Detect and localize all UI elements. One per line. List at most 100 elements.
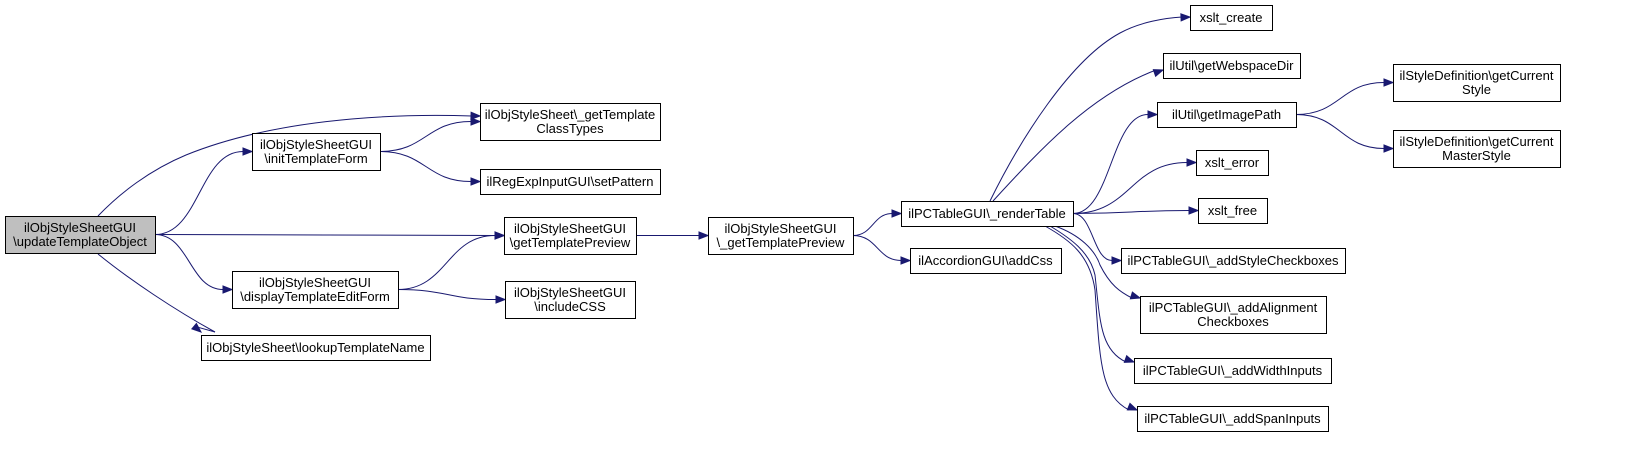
node-displayTemplateEditForm[interactable]: ilObjStyleSheetGUI\displayTemplateEditFo… [232, 271, 399, 309]
node-label: xslt_error [1205, 155, 1260, 170]
node-box[interactable] [1393, 64, 1561, 102]
node-box[interactable] [201, 335, 431, 361]
edge-line [154, 151, 244, 235]
node-label: ilObjStyleSheetGUI [514, 285, 626, 300]
node-label: \displayTemplateEditForm [240, 289, 390, 304]
node-box[interactable] [504, 217, 637, 255]
node-label: MasterStyle [1442, 148, 1511, 163]
edge-root-to-getTemplatePreview [154, 231, 506, 240]
node-root[interactable]: ilObjStyleSheetGUI\updateTemplateObject [5, 216, 156, 254]
node-label: xslt_create [1200, 10, 1263, 25]
node-label: \includeCSS [534, 299, 606, 314]
node-xslt_free[interactable]: xslt_free [1198, 198, 1268, 224]
edge-renderTable-to-xslt_error [1072, 158, 1198, 214]
node-label: ilPCTableGUI\_addStyleCheckboxes [1128, 253, 1339, 268]
node-box[interactable] [1134, 358, 1332, 384]
node-box[interactable] [708, 217, 854, 255]
node-box[interactable] [901, 201, 1074, 227]
node-box[interactable] [1198, 198, 1268, 224]
node-box[interactable] [252, 133, 381, 171]
edge-arrowhead [1180, 13, 1192, 22]
node-getWebspaceDir[interactable]: ilUtil\getWebspaceDir [1163, 53, 1301, 79]
edge-arrowhead [1147, 110, 1159, 119]
node-addCss[interactable]: ilAccordionGUI\addCss [910, 248, 1062, 274]
edge-line [154, 234, 224, 290]
node-lookupTemplateName[interactable]: ilObjStyleSheet\lookupTemplateName [201, 335, 431, 361]
edge-displayTemplateEditForm-to-getTemplatePreview [397, 231, 506, 290]
node-label: ilUtil\getWebspaceDir [1169, 58, 1294, 73]
edge-renderTable-to-addStyleCheckboxes [1072, 213, 1123, 265]
edge-initTemplateForm-to-setPattern [379, 151, 482, 186]
edge-arrowhead [1152, 69, 1165, 78]
node-_getTemplatePreview[interactable]: ilObjStyleSheetGUI\_getTemplatePreview [708, 217, 854, 255]
edge-initTemplateForm-to-getTemplateClassTypes [379, 117, 482, 152]
node-xslt_error[interactable]: xslt_error [1196, 150, 1269, 176]
edge-arrowhead [1111, 256, 1123, 265]
edge-line [97, 114, 473, 217]
edge-arrowhead [1186, 158, 1198, 167]
node-addSpanInputs[interactable]: ilPCTableGUI\_addSpanInputs [1137, 406, 1329, 432]
edge-_getTemplatePreview-to-addCss [852, 235, 912, 265]
node-label: ilObjStyleSheetGUI [725, 221, 837, 236]
node-label: ilStyleDefinition\getCurrent [1400, 134, 1554, 149]
edge-displayTemplateEditForm-to-includeCSS [397, 289, 507, 304]
node-box[interactable] [505, 281, 636, 319]
edge-arrowhead [494, 231, 506, 240]
node-label: ilPCTableGUI\_addWidthInputs [1143, 363, 1323, 378]
edge-arrowhead [242, 147, 254, 156]
node-box[interactable] [1190, 5, 1273, 31]
node-box[interactable] [1157, 102, 1297, 128]
node-addStyleCheckboxes[interactable]: ilPCTableGUI\_addStyleCheckboxes [1121, 248, 1346, 274]
node-box[interactable] [1196, 150, 1269, 176]
node-label: ilObjStyleSheetGUI [260, 137, 372, 152]
node-box[interactable] [1140, 296, 1327, 334]
node-box[interactable] [1121, 248, 1346, 274]
node-setPattern[interactable]: ilRegExpInputGUI\setPattern [480, 169, 661, 195]
edge-line [989, 16, 1183, 202]
node-includeCSS[interactable]: ilObjStyleSheetGUI\includeCSS [505, 281, 636, 319]
edge-root-to-initTemplateForm [154, 147, 254, 235]
node-renderTable[interactable]: ilPCTableGUI\_renderTable [901, 201, 1074, 227]
edge-root-to-lookupTemplateName [97, 253, 216, 333]
nodes-layer: ilObjStyleSheetGUI\updateTemplateObjecti… [5, 5, 1561, 432]
node-box[interactable] [1163, 53, 1301, 79]
edge-line [1295, 82, 1385, 115]
node-box[interactable] [232, 271, 399, 309]
edge-arrowhead [1129, 291, 1142, 300]
node-label: ilPCTableGUI\_addAlignment [1149, 300, 1318, 315]
edge-renderTable-to-addAlignmentCheckboxes [1054, 225, 1142, 300]
node-label: Checkboxes [1197, 314, 1269, 329]
edge-arrowhead [900, 256, 912, 265]
node-box[interactable] [910, 248, 1062, 274]
edge-line [992, 69, 1157, 202]
node-xslt_create[interactable]: xslt_create [1190, 5, 1273, 31]
edge-line [1054, 225, 1133, 299]
node-box[interactable] [480, 169, 661, 195]
node-box[interactable] [1137, 406, 1329, 432]
node-initTemplateForm[interactable]: ilObjStyleSheetGUI\initTemplateForm [252, 133, 381, 171]
edge-line [379, 121, 472, 152]
edge-renderTable-to-addWidthInputs [1049, 225, 1136, 363]
node-box[interactable] [480, 103, 661, 141]
edge-arrowhead [891, 209, 903, 218]
edge-arrowhead [470, 111, 482, 120]
node-label: ilPCTableGUI\_addSpanInputs [1144, 411, 1321, 426]
edge-renderTable-to-getWebspaceDir [992, 69, 1165, 202]
edge-root-to-displayTemplateEditForm [154, 234, 234, 294]
node-box[interactable] [1393, 130, 1561, 168]
edge-line [397, 289, 497, 300]
node-getTemplatePreview[interactable]: ilObjStyleSheetGUI\getTemplatePreview [504, 217, 637, 255]
node-label: xslt_free [1208, 203, 1257, 218]
edge-renderTable-to-xslt_free [1072, 206, 1200, 215]
edge-arrowhead [1123, 354, 1136, 363]
node-getImagePath[interactable]: ilUtil\getImagePath [1157, 102, 1297, 128]
node-label: \updateTemplateObject [13, 234, 147, 249]
node-addWidthInputs[interactable]: ilPCTableGUI\_addWidthInputs [1134, 358, 1332, 384]
edge-line [1072, 162, 1188, 214]
node-box[interactable] [5, 216, 156, 254]
